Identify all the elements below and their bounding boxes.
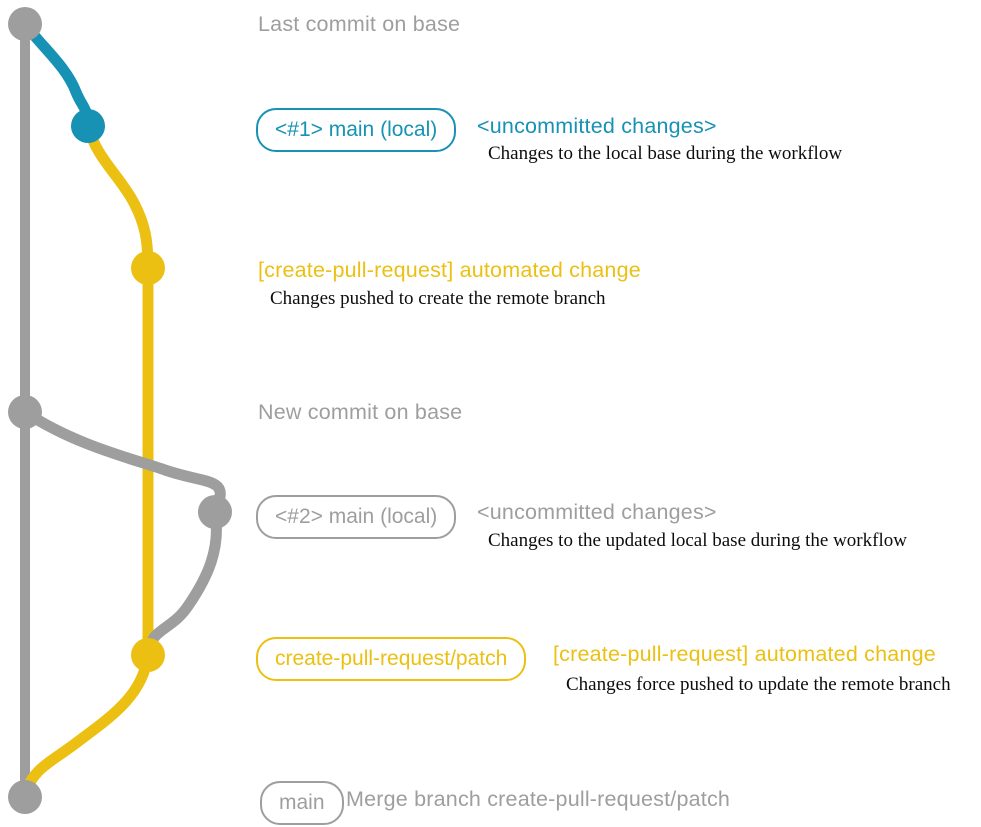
- badge-main: main: [260, 781, 344, 825]
- badge-main-local-2: <#2> main (local): [256, 495, 457, 539]
- commit-message-uncommitted-changes-1: <uncommitted changes>: [477, 114, 717, 138]
- commit-message-automated-change-2: [create-pull-request] automated change: [553, 642, 936, 666]
- commit-node-uncommitted-changes-1: [71, 109, 105, 143]
- badge-create-pull-request-patch: create-pull-request/patch: [256, 637, 527, 681]
- commit-node-uncommitted-changes-2: [198, 495, 232, 529]
- commit-description-uncommitted-changes-2: Changes to the updated local base during…: [488, 530, 907, 551]
- commit-message-merge-commit: Merge branch create-pull-request/patch: [346, 787, 731, 811]
- main-local-2-to-patch-curve: [142, 506, 222, 658]
- merge-curve: [19, 649, 154, 801]
- commit-node-new-commit-on-base: [8, 395, 42, 429]
- commit-description-uncommitted-changes-1: Changes to the local base during the wor…: [488, 143, 843, 164]
- commit-node-merge-commit: [8, 780, 42, 814]
- patch-branch-curve-1: [82, 120, 154, 274]
- commit-description-automated-change-1: Changes pushed to create the remote bran…: [270, 288, 606, 309]
- commit-message-uncommitted-changes-2: <uncommitted changes>: [477, 500, 717, 524]
- label-last-commit-on-base: Last commit on base: [258, 12, 461, 36]
- main-local-branch-curve: [19, 18, 94, 132]
- label-new-commit-on-base: New commit on base: [258, 400, 463, 424]
- badge-main-local-1: <#1> main (local): [256, 108, 457, 152]
- commit-node-last-commit-on-base: [8, 7, 42, 41]
- base-to-main-local-2-curve: [19, 406, 226, 514]
- commit-description-automated-change-2: Changes force pushed to update the remot…: [566, 674, 951, 695]
- commit-message-automated-change-1: [create-pull-request] automated change: [258, 258, 641, 282]
- commit-node-automated-change-2: [131, 638, 165, 672]
- commit-node-automated-change-1: [131, 251, 165, 285]
